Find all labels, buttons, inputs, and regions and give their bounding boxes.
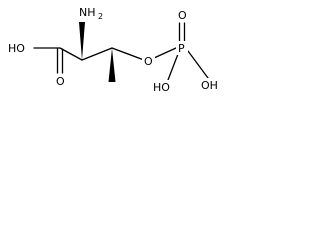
bond-c1-c2	[59, 47, 83, 61]
atom-label-o-carbonyl: O	[56, 75, 65, 88]
atom-label-o-ester: O	[144, 55, 153, 68]
bond-layer	[33, 22, 209, 82]
atom-label-ho-acid: HO	[8, 42, 25, 55]
wedge-c3-methyl	[108, 48, 116, 82]
atom-label-oh-bottom: HO	[153, 81, 170, 94]
bond-o-ester-p	[153, 47, 177, 59]
atom-label-phosphorus: P	[178, 42, 185, 55]
atom-label-oh-right: OH	[201, 79, 218, 92]
wedge-c2-nh2	[79, 22, 85, 60]
atom-label-nh2-subscript: 2	[98, 12, 103, 21]
atom-label-o-phosphoryl: O	[178, 9, 187, 22]
phosphothreonine-structure: HO O NH 2 O P O HO OH	[6, 5, 225, 94]
bond-c3-o-ester	[111, 47, 145, 61]
label-layer: HO O NH 2 O P O HO OH	[6, 5, 225, 94]
bond-p-oh-bottom	[167, 53, 179, 81]
atom-label-nh2: NH	[79, 6, 96, 19]
bond-p-oh-right	[187, 50, 209, 79]
bond-c2-c3	[81, 47, 113, 61]
